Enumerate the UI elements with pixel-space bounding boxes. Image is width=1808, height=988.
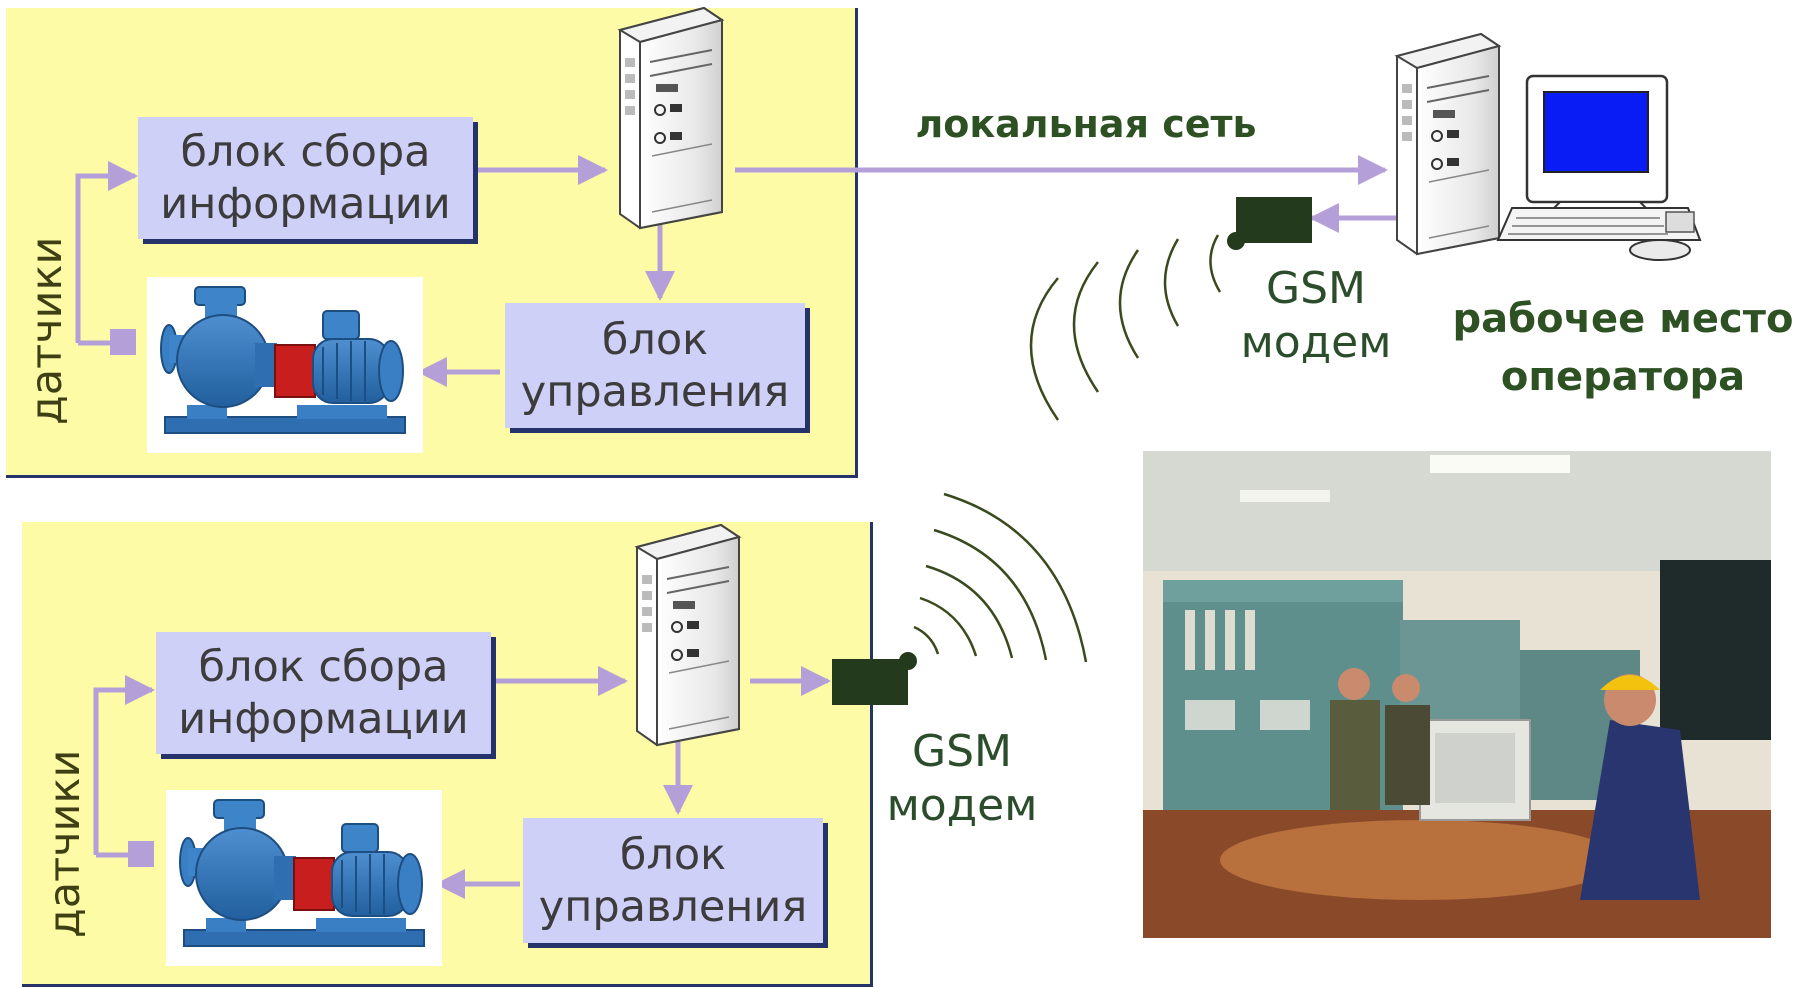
- gsm-modem-top-line2: модем: [1240, 317, 1392, 368]
- operator-server-icon: [1396, 33, 1500, 255]
- system2-collect-line2: информации: [178, 694, 469, 744]
- system1-collect-line1: блок сбора: [180, 127, 431, 177]
- radio-waves-top-icon: [1029, 234, 1222, 421]
- control-room-photo: [1143, 451, 1771, 938]
- gsm-modem-bottom-line1: GSM: [912, 726, 1012, 777]
- operator-workstation-icon: [1496, 74, 1702, 261]
- system1-control-line1: блок: [601, 314, 709, 365]
- operator-label: рабочее место оператора: [1440, 290, 1806, 406]
- operator-label-line2: оператора: [1500, 354, 1746, 400]
- system2-collect-line1: блок сбора: [198, 642, 449, 692]
- gsm-modem-top-icon: [1227, 197, 1312, 250]
- system1-pump-icon: [146, 276, 424, 454]
- system2-control-block: блок управления: [523, 818, 823, 943]
- radio-waves-bottom-icon: [913, 492, 1088, 663]
- gsm-modem-top-label: GSM модем: [1226, 262, 1406, 370]
- gsm-modem-top-line1: GSM: [1266, 263, 1366, 314]
- system2-connections: [93, 666, 831, 899]
- system2-sensor-node: [128, 841, 154, 867]
- gsm-modem-bottom-line2: модем: [886, 780, 1038, 831]
- gsm-modem-bottom-label: GSM модем: [872, 725, 1052, 833]
- system1-server-icon: [619, 7, 723, 229]
- system1-control-block: блок управления: [505, 303, 805, 428]
- system2-collect-block: блок сбора информации: [156, 632, 491, 754]
- system1-collect-block: блок сбора информации: [138, 117, 473, 239]
- system1-control-line2: управления: [520, 366, 790, 417]
- gsm-modem-bottom-icon: [832, 652, 917, 705]
- network-label: локальная сеть: [915, 102, 1257, 146]
- operator-label-line1: рабочее место: [1452, 296, 1794, 342]
- system1-connections: [75, 155, 1397, 387]
- system2-control-line2: управления: [538, 881, 808, 932]
- system1-sensor-node: [110, 329, 136, 355]
- system2-server-icon: [636, 524, 740, 746]
- system1-collect-line2: информации: [160, 179, 451, 229]
- system2-control-line1: блок: [619, 829, 727, 880]
- system2-pump-icon: [165, 789, 443, 967]
